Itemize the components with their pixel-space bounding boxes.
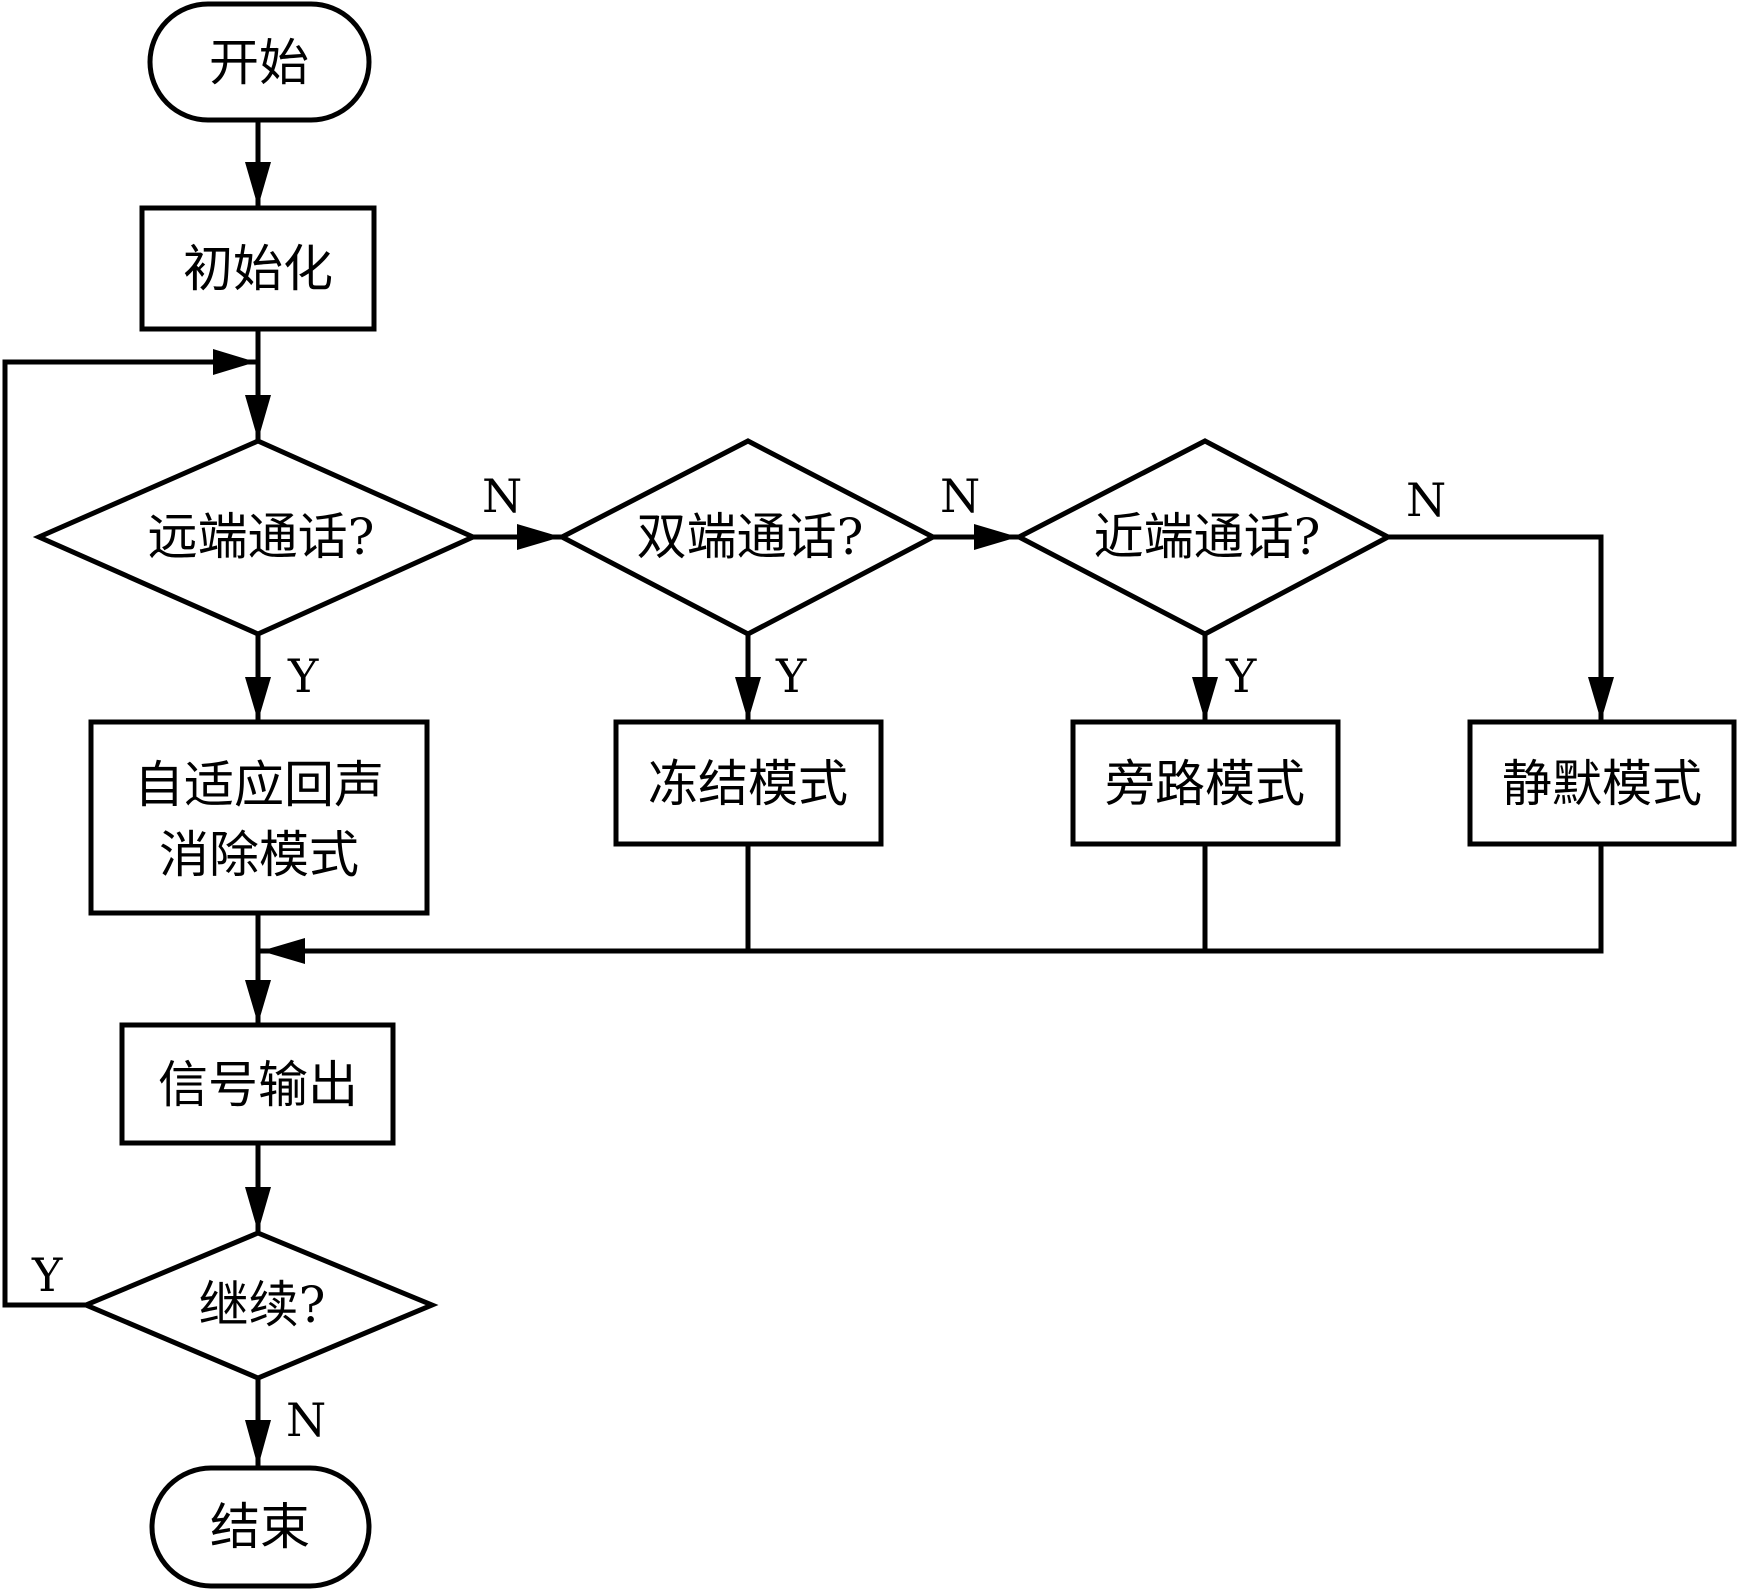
- double-yes-label: Y: [775, 649, 807, 703]
- arrowhead-icon: [974, 524, 1018, 550]
- aec-label-line2: 消除模式: [159, 826, 359, 884]
- arrowhead-icon: [245, 677, 271, 721]
- arrowhead-icon: [245, 162, 271, 207]
- near-yes-label: Y: [1225, 649, 1257, 703]
- continue-no-label: N: [286, 1393, 326, 1447]
- arrowhead-icon: [517, 524, 561, 550]
- far-yes-label: Y: [287, 649, 319, 703]
- double-end-label: 双端通话?: [637, 508, 864, 566]
- edge-near-silence: [1388, 534, 1604, 722]
- end-label: 结束: [210, 1498, 310, 1556]
- near-end-label: 近端通话?: [1094, 508, 1321, 566]
- arrowhead-icon: [245, 1187, 271, 1232]
- near-no-label: N: [1406, 473, 1446, 527]
- arrowhead-icon: [735, 677, 761, 721]
- arrowhead-icon: [1192, 677, 1218, 721]
- freeze-label: 冻结模式: [648, 755, 848, 813]
- continue-yes-label: Y: [31, 1248, 63, 1302]
- output-label: 信号输出: [158, 1056, 358, 1114]
- continue-label: 继续?: [199, 1276, 326, 1334]
- arrowhead-icon: [261, 938, 305, 964]
- far-no-label: N: [482, 469, 522, 523]
- aec-mode-box: [88, 719, 430, 916]
- start-label: 开始: [209, 34, 309, 92]
- arrowhead-icon: [245, 395, 271, 440]
- arrowhead-icon: [245, 980, 271, 1024]
- aec-label-line1: 自适应回声: [134, 756, 384, 814]
- init-label: 初始化: [183, 240, 333, 298]
- arrowhead-icon: [1588, 677, 1614, 721]
- silence-label: 静默模式: [1502, 755, 1702, 813]
- double-no-label: N: [940, 469, 980, 523]
- far-end-label: 远端通话?: [148, 508, 375, 566]
- edge-loop-back: [2, 359, 258, 1308]
- init-box: [139, 205, 377, 332]
- edge-merge: [258, 844, 1604, 954]
- arrowhead-icon: [213, 349, 256, 375]
- bypass-label: 旁路模式: [1105, 755, 1305, 813]
- arrowhead-icon: [245, 1420, 271, 1467]
